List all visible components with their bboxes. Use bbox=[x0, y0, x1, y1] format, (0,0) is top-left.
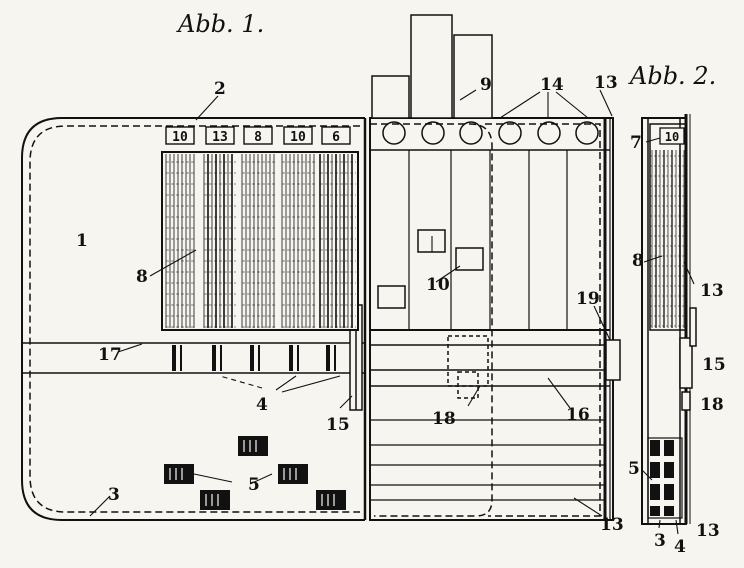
top-label-text: 13 bbox=[212, 130, 228, 145]
side-number-column bbox=[649, 123, 687, 331]
band-windows bbox=[172, 345, 336, 371]
top-label-row: 10 13 8 10 6 bbox=[165, 126, 351, 145]
top-label-text: 6 bbox=[332, 130, 340, 145]
top-label-box bbox=[165, 126, 195, 145]
callout-fig1: 16 bbox=[566, 405, 590, 425]
callout-fig2: 4 bbox=[674, 537, 686, 557]
leader-lines-fig2 bbox=[641, 137, 695, 535]
figure-2-title: Abb. 2. bbox=[630, 62, 717, 90]
callout-fig1: 4 bbox=[256, 395, 268, 415]
top-label-box bbox=[283, 126, 313, 145]
side-clip-18 bbox=[681, 391, 691, 411]
side-hinge-15 bbox=[679, 337, 693, 389]
callout-fig1: 8 bbox=[136, 267, 148, 287]
callout-fig2: 3 bbox=[654, 531, 666, 551]
top-label-box bbox=[243, 126, 273, 145]
top-label-box bbox=[321, 126, 351, 145]
callout-fig2: 13 bbox=[696, 521, 720, 541]
callout-fig2: 18 bbox=[700, 395, 724, 415]
top-label-box bbox=[205, 126, 235, 145]
side-label-text: 10 bbox=[665, 130, 679, 144]
case-left-outline bbox=[21, 117, 365, 521]
callout-fig1: 10 bbox=[426, 275, 450, 295]
callout-fig1: 15 bbox=[326, 415, 350, 435]
callout-fig1: 17 bbox=[98, 345, 122, 365]
callout-fig1: 1 bbox=[76, 231, 88, 251]
top-label-text: 10 bbox=[290, 130, 306, 145]
callout-fig2: 13 bbox=[700, 281, 724, 301]
figure-1 bbox=[21, 14, 621, 521]
cigarette-2 bbox=[410, 14, 453, 119]
leader-lines-fig1 bbox=[89, 89, 613, 517]
callout-fig1: 19 bbox=[576, 289, 600, 309]
callout-fig2: 7 bbox=[630, 133, 642, 153]
callout-fig1: 3 bbox=[108, 485, 120, 505]
callout-fig1: 13 bbox=[600, 515, 624, 535]
callout-fig1: 2 bbox=[214, 79, 226, 99]
callout-fig2: 15 bbox=[702, 355, 726, 375]
marker-square-2 bbox=[455, 247, 484, 271]
top-label-text: 10 bbox=[172, 130, 188, 145]
side-label-box bbox=[659, 127, 685, 145]
lid-dashed-outline bbox=[370, 123, 493, 517]
number-drums bbox=[165, 154, 356, 328]
clip-19 bbox=[605, 339, 621, 381]
case-left-dashed bbox=[29, 125, 360, 513]
side-label-boxes: 10 bbox=[659, 127, 685, 145]
cigarette-1 bbox=[371, 75, 410, 119]
callout-fig1: 5 bbox=[248, 475, 260, 495]
cigarette-ends bbox=[382, 121, 599, 145]
marker-square-3 bbox=[377, 285, 406, 309]
callout-fig1: 13 bbox=[594, 73, 618, 93]
callout-fig1: 18 bbox=[432, 409, 456, 429]
callout-fig2: 5 bbox=[628, 459, 640, 479]
side-number-drums bbox=[650, 150, 686, 328]
chips bbox=[164, 436, 346, 510]
callout-fig1: 9 bbox=[480, 75, 492, 95]
figure-1-title: Abb. 1. bbox=[178, 10, 265, 38]
cigarette-3 bbox=[453, 34, 493, 119]
callout-fig1: 14 bbox=[540, 75, 564, 95]
callout-fig2: 8 bbox=[632, 251, 644, 271]
top-label-text: 8 bbox=[254, 130, 262, 145]
number-panel bbox=[161, 151, 359, 331]
side-chips bbox=[650, 440, 674, 516]
